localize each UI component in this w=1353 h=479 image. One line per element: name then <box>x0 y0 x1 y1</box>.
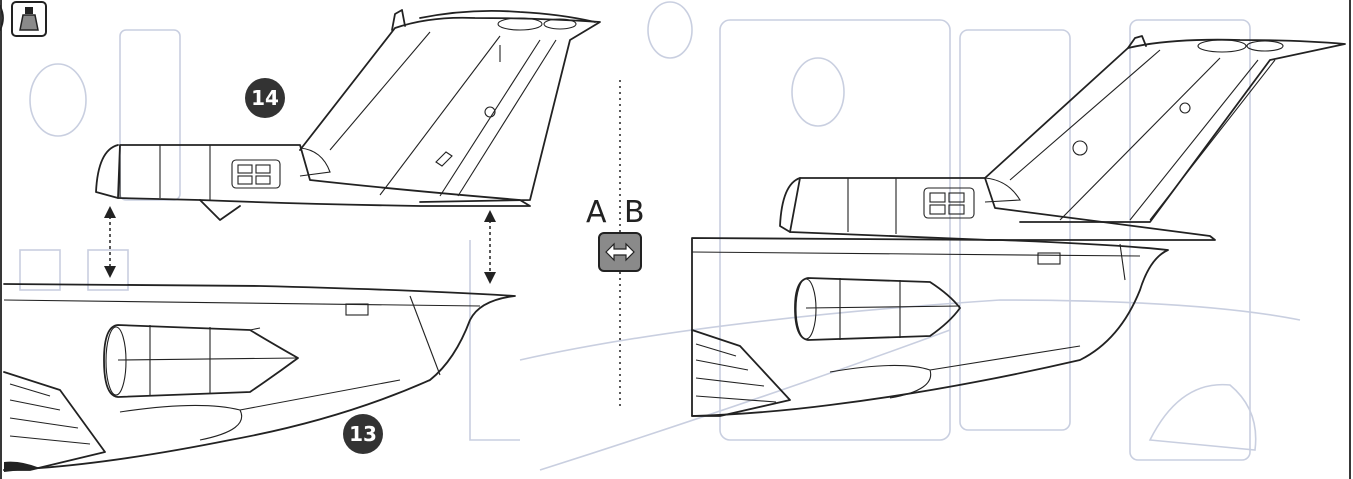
assembled-tail-view <box>691 35 1346 417</box>
paint-bottle-icon <box>11 1 47 37</box>
tail-assembly-part-14: 14 <box>95 9 601 221</box>
background-ghost-layer <box>19 1 1301 471</box>
alignment-arrow-right <box>484 210 496 284</box>
part-number-14-label: 14 <box>251 86 279 110</box>
part-number-13-label: 13 <box>349 422 377 446</box>
cropped-marker <box>0 5 4 31</box>
view-label-a: A <box>586 195 607 230</box>
part-number-badge-13: 13 <box>343 414 383 454</box>
view-label-b: B <box>624 195 645 230</box>
part-number-badge-14: 14 <box>245 78 285 118</box>
double-arrow-swap-icon <box>598 232 642 272</box>
fuselage-part-13: 13 <box>3 283 516 472</box>
alignment-arrow-left <box>104 206 116 278</box>
